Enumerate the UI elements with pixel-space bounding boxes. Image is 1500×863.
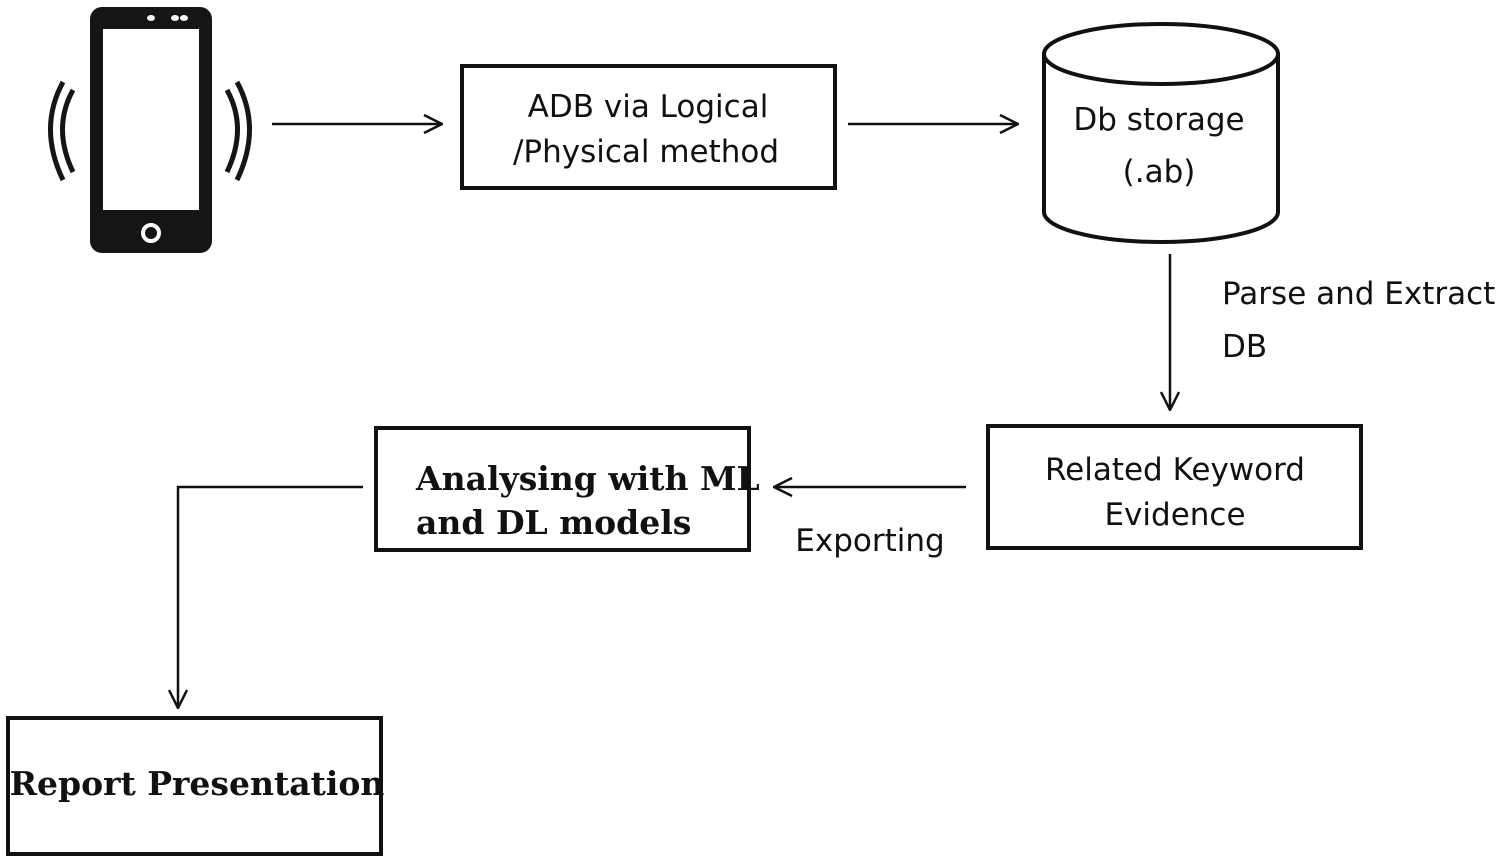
related-keyword-label-line1: Related Keyword bbox=[1045, 452, 1305, 488]
parse-extract-label-line2: DB bbox=[1222, 329, 1267, 365]
adb-label-line1: ADB via Logical bbox=[528, 89, 769, 125]
analysing-label-line2: and DL models bbox=[416, 503, 691, 542]
report-presentation-node: Report Presentation bbox=[6, 716, 385, 856]
parse-extract-label-line1: Parse and Extract bbox=[1222, 276, 1495, 312]
arrow-analysing-to-report bbox=[178, 485, 363, 708]
report-presentation-label: Report Presentation bbox=[10, 764, 385, 803]
related-keyword-label-line2: Evidence bbox=[1104, 497, 1245, 533]
related-keyword-evidence-node: Related Keyword Evidence bbox=[986, 424, 1363, 550]
analysing-label-line1: Analysing with ML bbox=[415, 459, 760, 498]
exporting-label: Exporting bbox=[795, 523, 944, 559]
smartphone-vibrating-icon bbox=[48, 7, 252, 253]
db-storage-label-line1: Db storage bbox=[1073, 102, 1244, 138]
adb-label-line2: /Physical method bbox=[513, 134, 779, 170]
db-storage-node: Db storage (.ab) bbox=[1042, 22, 1280, 244]
adb-node: ADB via Logical /Physical method bbox=[460, 64, 837, 190]
db-storage-label-line2: (.ab) bbox=[1123, 154, 1196, 190]
analysing-node: Analysing with ML and DL models bbox=[374, 426, 760, 552]
